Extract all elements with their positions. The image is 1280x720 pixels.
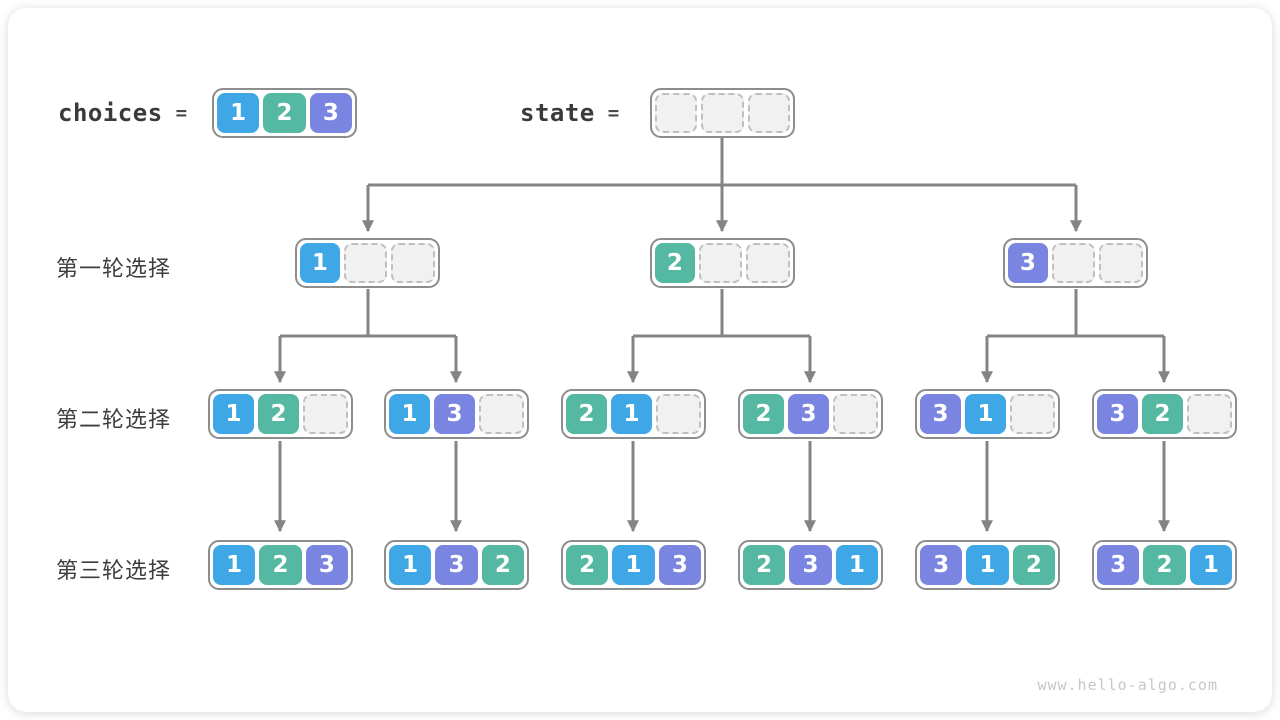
state-label: state — [520, 99, 595, 127]
value-cell: 3 — [1097, 545, 1140, 585]
value-cell: 3 — [920, 545, 963, 585]
value-cell: 2 — [566, 394, 607, 434]
round-2-label: 第二轮选择 — [56, 407, 172, 432]
value-cell: 2 — [566, 545, 609, 585]
permutation-node: 3 — [1003, 238, 1148, 288]
permutation-node: 2 — [650, 238, 795, 288]
empty-cell — [479, 394, 524, 434]
value-cell: 3 — [305, 545, 348, 585]
value-cell: 3 — [1097, 394, 1138, 434]
empty-cell — [1099, 243, 1144, 283]
value-cell: 2 — [259, 545, 302, 585]
empty-cell — [343, 243, 388, 283]
value-cell: 1 — [213, 394, 254, 434]
empty-cell — [1187, 394, 1232, 434]
value-cell: 3 — [920, 394, 961, 434]
empty-cell — [656, 394, 701, 434]
value-cell: 1 — [213, 545, 256, 585]
equals-sign: = — [607, 102, 620, 124]
value-cell: 1 — [389, 545, 432, 585]
value-cell: 3 — [1008, 243, 1048, 283]
footer-watermark: www.hello-algo.com — [1037, 676, 1218, 694]
value-cell: 3 — [309, 93, 352, 133]
value-cell: 3 — [434, 394, 475, 434]
value-cell: 2 — [263, 93, 306, 133]
value-cell: 2 — [743, 545, 786, 585]
choices-header: choices = — [58, 88, 187, 138]
choices-label: choices — [58, 99, 163, 127]
value-cell: 3 — [658, 545, 701, 585]
value-cell: 2 — [258, 394, 299, 434]
value-cell: 3 — [788, 394, 829, 434]
empty-cell — [303, 394, 348, 434]
value-cell: 2 — [655, 243, 695, 283]
value-cell: 1 — [611, 394, 652, 434]
value-cell: 1 — [217, 93, 260, 133]
empty-cell — [698, 243, 743, 283]
empty-cell — [391, 243, 436, 283]
value-cell: 2 — [1142, 394, 1183, 434]
value-cell: 3 — [435, 545, 478, 585]
empty-cell — [1010, 394, 1055, 434]
value-cell: 1 — [835, 545, 878, 585]
value-cell: 1 — [965, 394, 1006, 434]
empty-cell — [655, 93, 698, 133]
empty-cell — [701, 93, 744, 133]
value-cell: 2 — [481, 545, 524, 585]
value-cell: 2 — [743, 394, 784, 434]
empty-cell — [747, 93, 790, 133]
equals-sign: = — [175, 102, 188, 124]
state-array — [650, 88, 795, 138]
round-1-label: 第一轮选择 — [56, 256, 172, 281]
value-cell: 1 — [389, 394, 430, 434]
value-cell: 1 — [966, 545, 1009, 585]
value-cell: 1 — [1189, 545, 1232, 585]
empty-cell — [1051, 243, 1096, 283]
empty-cell — [833, 394, 878, 434]
value-cell: 1 — [300, 243, 340, 283]
value-cell: 2 — [1143, 545, 1186, 585]
permutation-node: 1 — [295, 238, 440, 288]
empty-cell — [746, 243, 791, 283]
value-cell: 3 — [789, 545, 832, 585]
value-cell: 2 — [1012, 545, 1055, 585]
round-3-label: 第三轮选择 — [56, 558, 172, 583]
value-cell: 1 — [612, 545, 655, 585]
state-header: state = — [520, 88, 619, 138]
